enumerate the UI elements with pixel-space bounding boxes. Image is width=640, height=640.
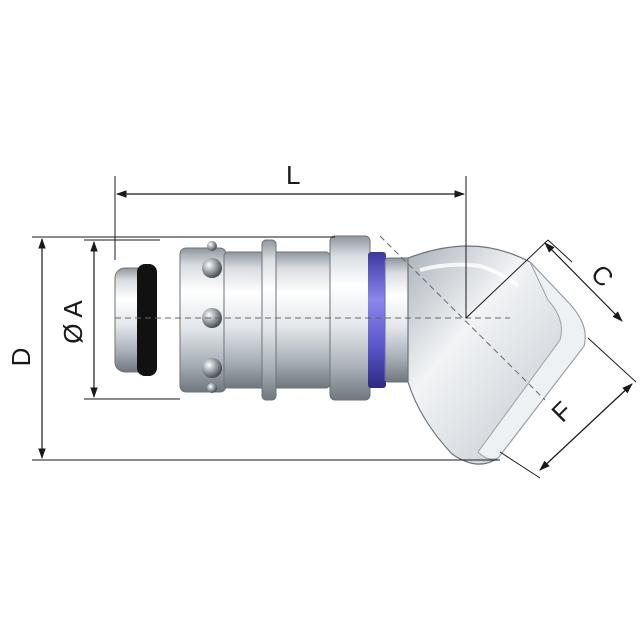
label-C: C [585, 258, 619, 292]
locking-ball [202, 358, 222, 378]
seal-ring [368, 252, 386, 388]
main-sleeve [223, 251, 331, 389]
o-ring [137, 264, 157, 376]
label-F: F [545, 395, 577, 427]
centre-lines [115, 235, 549, 401]
coupling-part [114, 235, 586, 465]
elbow-axis [379, 235, 546, 401]
dim-F [539, 383, 633, 471]
dim-C [544, 242, 623, 322]
elbow-axis-cross [465, 239, 549, 319]
dimension-lines [38, 190, 633, 471]
label-A: Ø A [58, 300, 88, 344]
label-D: D [6, 348, 36, 367]
locking-ball [207, 241, 217, 251]
locking-ball [207, 383, 217, 393]
label-L: L [286, 160, 300, 190]
collar-ring [261, 239, 277, 401]
locking-ball [202, 258, 222, 278]
locking-ball [202, 308, 222, 328]
